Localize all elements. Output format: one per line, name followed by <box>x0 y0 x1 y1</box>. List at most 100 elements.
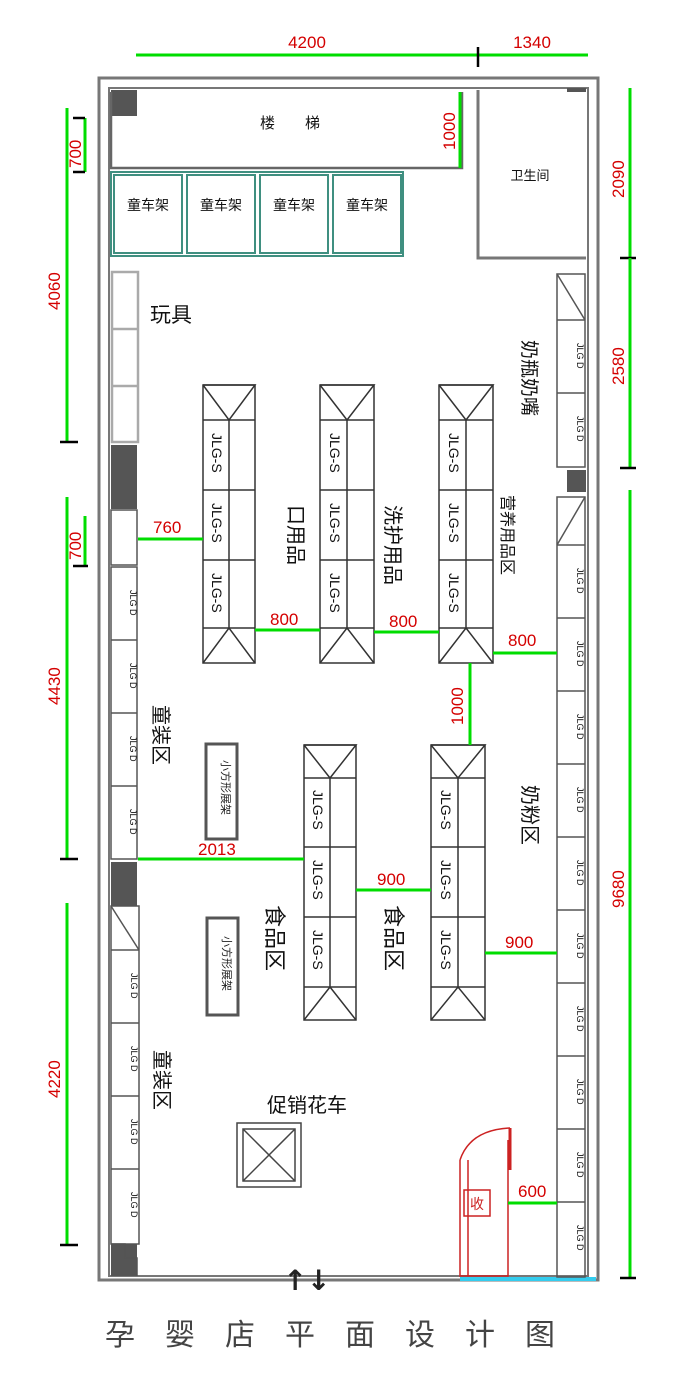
g4-code-2: JLG-S <box>310 860 326 900</box>
dim-800-b: 800 <box>389 612 417 631</box>
oral-zone-label: 口用品 <box>284 505 308 565</box>
gondola-lower-2 <box>430 744 487 1021</box>
milk-powder-zone-label: 奶粉区 <box>518 785 542 845</box>
care-zone-label: 洗护用品 <box>381 505 405 585</box>
small-stand-1-label: 小方形展架 <box>219 760 233 815</box>
dim-900-a: 900 <box>377 870 405 889</box>
right-shelf-code-10: JLG D <box>575 1079 585 1105</box>
dim-right-2: 2580 <box>609 347 628 385</box>
right-shelf-code-7: JLG D <box>575 860 585 886</box>
toilet-label: 卫生间 <box>510 169 549 184</box>
promo-cart-label: 促销花车 <box>267 1093 347 1117</box>
gondola-upper-3 <box>438 384 495 664</box>
gondola-lower-codes: JLG-S JLG-S JLG-S JLG-S JLG-S JLG-S <box>310 790 454 970</box>
g4-code-1: JLG-S <box>310 790 326 830</box>
toilet-room: 卫生间 <box>476 90 586 260</box>
stroller-rack-3-label: 童车架 <box>273 197 315 214</box>
toys-label: 玩具 <box>150 303 192 327</box>
left-shelf-code-2: JLG D <box>128 663 138 689</box>
g1-code-2: JLG-S <box>209 503 225 543</box>
g2-code-1: JLG-S <box>327 433 343 473</box>
left-wall-shelves <box>110 509 140 1276</box>
g5-code-2: JLG-S <box>438 860 454 900</box>
left-shelf-code-3: JLG D <box>128 736 138 762</box>
dim-top-left: 4200 <box>288 33 326 52</box>
stairs-label: 楼 梯 <box>260 114 320 132</box>
nutrition-zone-label: 营养用品区 <box>498 495 517 575</box>
stroller-rack-4-label: 童车架 <box>346 197 388 214</box>
dim-right-3: 9680 <box>609 870 628 908</box>
cashier-counter <box>459 1127 512 1277</box>
right-wall-shelf-codes: JLG D JLG D JLG D JLG D JLG D JLG D JLG … <box>575 343 585 1251</box>
stroller-rack-2-label: 童车架 <box>200 197 242 214</box>
promo-cart <box>236 1122 302 1188</box>
g1-code-3: JLG-S <box>209 573 225 613</box>
gondola-upper-2 <box>319 384 376 664</box>
left-dimensions: 700 4060 700 4430 4220 <box>45 108 88 1247</box>
floor-plan: 楼 梯 卫生间 童车架 童车架 童车架 童车架 玩具 JLG <box>45 33 636 1297</box>
g3-code-3: JLG-S <box>446 573 462 613</box>
gondola-upper-codes: JLG-S JLG-S JLG-S JLG-S JLG-S JLG-S JLG-… <box>209 433 462 613</box>
dim-left-4: 4430 <box>45 667 64 705</box>
right-shelf-code-1: JLG D <box>575 343 585 369</box>
left-shelf-code-7: JLG D <box>129 1119 139 1145</box>
cashier-label: 收 <box>470 1196 484 1212</box>
entrance-arrows: ↑↓ <box>284 1264 331 1297</box>
right-shelf-code-2: JLG D <box>575 416 585 442</box>
dim-left-1: 700 <box>66 140 85 168</box>
dim-600: 600 <box>518 1182 546 1201</box>
left-shelf-code-5: JLG D <box>129 973 139 999</box>
g4-code-3: JLG-S <box>310 930 326 970</box>
g2-code-3: JLG-S <box>327 573 343 613</box>
left-shelf-code-4: JLG D <box>128 809 138 835</box>
right-shelf-code-3: JLG D <box>575 568 585 594</box>
right-shelf-code-9: JLG D <box>575 1006 585 1032</box>
small-stand-2-label: 小方形展架 <box>220 936 234 991</box>
right-shelf-code-8: JLG D <box>575 933 585 959</box>
right-shelf-code-4: JLG D <box>575 641 585 667</box>
dim-top-right: 1340 <box>513 33 551 52</box>
food-zone-left-label: 食品区 <box>261 905 286 971</box>
gondola-upper-1 <box>202 384 257 664</box>
dim-760: 760 <box>153 518 181 537</box>
food-zone-right-label: 食品区 <box>380 905 405 971</box>
dim-left-3: 700 <box>66 532 85 560</box>
dim-left-5: 4220 <box>45 1060 64 1098</box>
left-shelf-code-6: JLG D <box>129 1046 139 1072</box>
gondola-lower-1 <box>303 744 358 1021</box>
right-shelf-code-12: JLG D <box>575 1225 585 1251</box>
spacing-labels: 760 800 800 800 1000 2013 900 900 600 10… <box>153 112 546 1201</box>
left-shelf-code-8: JLG D <box>129 1192 139 1218</box>
stairs-room: 楼 梯 <box>109 92 464 170</box>
clothing-zone-upper-label: 童装区 <box>149 705 173 765</box>
dim-1000: 1000 <box>448 687 467 725</box>
g1-code-1: JLG-S <box>209 433 225 473</box>
g2-code-2: JLG-S <box>327 503 343 543</box>
dim-800-a: 800 <box>270 610 298 629</box>
outer-walls <box>97 76 600 1282</box>
small-stand-2: 小方形展架 <box>205 916 240 1017</box>
bottles-zone-label: 奶瓶奶嘴 <box>518 340 540 416</box>
dim-stair-1000: 1000 <box>440 112 459 150</box>
right-shelf-code-5: JLG D <box>575 714 585 740</box>
stroller-rack-1-label: 童车架 <box>127 197 169 214</box>
g3-code-2: JLG-S <box>446 503 462 543</box>
right-shelf-code-6: JLG D <box>575 787 585 813</box>
toy-shelf <box>110 270 140 444</box>
g3-code-1: JLG-S <box>446 433 462 473</box>
left-wall-shelf-codes: JLG D JLG D JLG D JLG D JLG D JLG D JLG … <box>128 590 139 1218</box>
pillars <box>111 88 586 1276</box>
dim-right-1: 2090 <box>609 160 628 198</box>
right-shelf-code-11: JLG D <box>575 1152 585 1178</box>
top-dimension: 4200 1340 <box>136 33 588 67</box>
g5-code-1: JLG-S <box>438 790 454 830</box>
dim-800-c: 800 <box>508 631 536 650</box>
clothing-zone-lower-label: 童装区 <box>150 1050 174 1110</box>
dim-left-2: 4060 <box>45 272 64 310</box>
g5-code-3: JLG-S <box>438 930 454 970</box>
left-shelf-code-1: JLG D <box>128 590 138 616</box>
small-stand-1: 小方形展架 <box>204 742 239 841</box>
dim-900-b: 900 <box>505 933 533 952</box>
stroller-racks <box>110 171 404 257</box>
spacing-lines <box>138 92 557 1205</box>
